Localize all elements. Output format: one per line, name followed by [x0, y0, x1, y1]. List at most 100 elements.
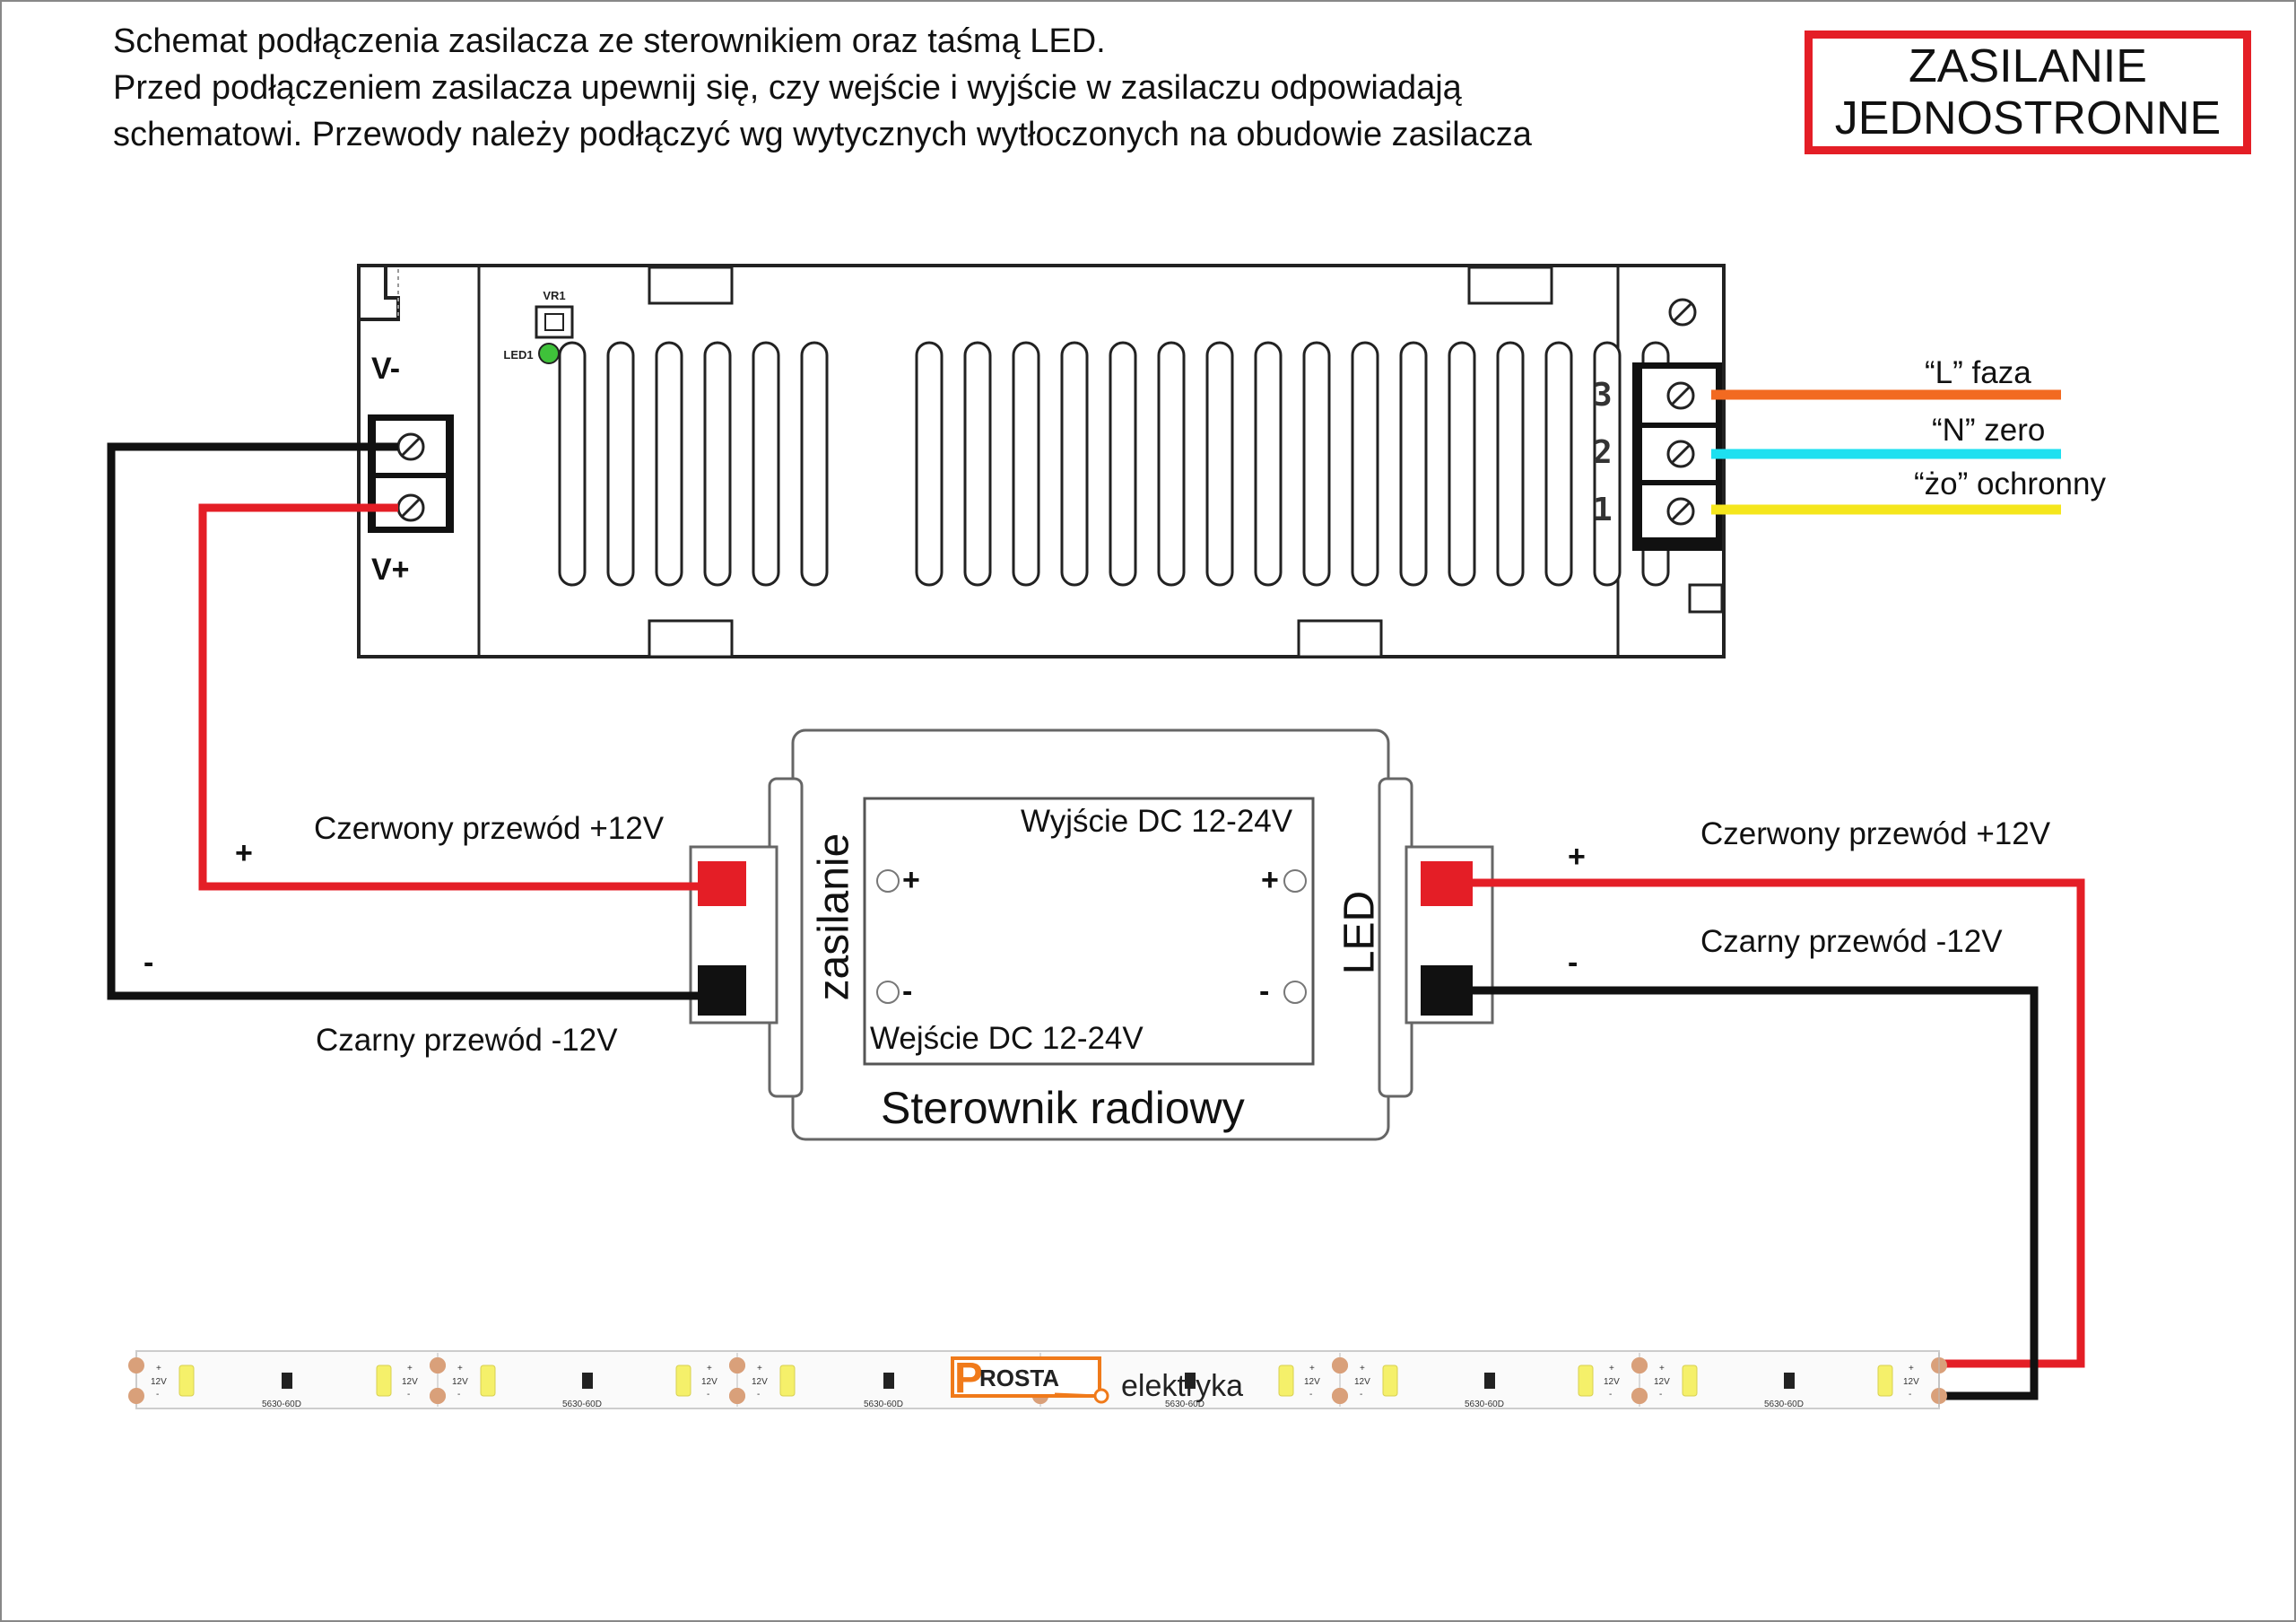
strip-voltage-mark: 12V	[1354, 1377, 1370, 1387]
vent-slots-left	[558, 341, 829, 587]
controller-output-text: Wyjście DC 12-24V	[1021, 804, 1293, 839]
vent-slot	[800, 341, 829, 587]
vent-slot	[1399, 341, 1428, 587]
intro-line-2: Przed podłączeniem zasilacza upewnij się…	[113, 69, 1462, 107]
strip-minus-mark: -	[1909, 1390, 1911, 1400]
led-chip	[376, 1365, 392, 1397]
strip-voltage-mark: 12V	[1903, 1377, 1919, 1387]
led-chip	[779, 1365, 796, 1397]
strip-voltage-mark: 12V	[1604, 1377, 1620, 1387]
wire-black-psu-to-controller	[107, 442, 700, 1000]
strip-voltage-mark: 12V	[151, 1377, 167, 1387]
wire-red-controller-to-strip	[1471, 878, 2085, 1368]
vent-slot	[1205, 341, 1234, 587]
controller-input-side-label: zasilanie	[810, 833, 858, 1001]
output-minus-mark: -	[1259, 974, 1270, 1008]
resistor	[1784, 1373, 1795, 1389]
vent-slot	[606, 341, 635, 587]
solder-pad	[1332, 1388, 1348, 1404]
psu-minus-label: V-	[371, 352, 401, 386]
solder-pad	[430, 1388, 446, 1404]
intro-line-3: schematowi. Przewody należy podłączyć wg…	[113, 116, 1532, 153]
strip-plus-mark: +	[757, 1364, 762, 1373]
strip-minus-mark: -	[407, 1390, 410, 1400]
solder-pad	[729, 1357, 745, 1373]
output-minus-terminal	[1421, 965, 1473, 1016]
resistor	[1185, 1373, 1196, 1389]
strip-plus-mark: +	[1909, 1364, 1914, 1373]
strip-plus-mark: +	[156, 1364, 161, 1373]
right-black-wire-label: Czarny przewód -12V	[1700, 924, 2003, 959]
logo-p: P	[954, 1355, 983, 1402]
solder-pad	[128, 1357, 144, 1373]
controller-output-side-label: LED	[1335, 890, 1384, 975]
neutral-label: “N” zero	[1932, 413, 2046, 448]
left-minus-sign: -	[144, 946, 154, 980]
strip-minus-mark: -	[1659, 1390, 1662, 1400]
right-plus-sign: +	[1568, 840, 1586, 874]
led-chip	[1382, 1365, 1398, 1397]
solder-pad	[128, 1388, 144, 1404]
right-red-wire-label: Czerwony przewód +12V	[1700, 816, 2051, 851]
intro-line-1: Schemat podłączenia zasilacza ze sterown…	[113, 22, 1106, 60]
vent-slot	[1302, 341, 1331, 587]
vent-slot	[1496, 341, 1525, 587]
vent-slot	[1157, 341, 1186, 587]
logo-elektryka: elektryka	[1121, 1369, 1243, 1403]
solder-pad	[1332, 1357, 1348, 1373]
ground-label: “żo” ochronny	[1914, 467, 2106, 501]
resistor	[582, 1373, 593, 1389]
controller-input-text: Wejście DC 12-24V	[870, 1021, 1144, 1056]
wire-red-psu-to-controller	[198, 503, 700, 891]
vent-slot	[558, 341, 587, 587]
strip-plus-mark: +	[1309, 1364, 1315, 1373]
input-plus-terminal	[698, 861, 746, 906]
strip-voltage-mark: 12V	[1654, 1377, 1670, 1387]
radio-controller	[689, 728, 1494, 1141]
strip-minus-mark: -	[1360, 1390, 1362, 1400]
strip-minus-mark: -	[757, 1390, 760, 1400]
led-chip	[675, 1365, 691, 1397]
led-strip: 12V + - 12V + - 5630-60D 12V + - 12V + - 5630-60D 12V +…	[128, 1350, 1947, 1409]
left-plus-sign: +	[235, 836, 253, 870]
strip-model-mark: 5630-60D	[864, 1400, 903, 1409]
wire-black-controller-to-strip	[1471, 986, 2039, 1400]
led-chip	[1578, 1365, 1594, 1397]
vr1-mark: VR1	[543, 289, 565, 302]
vent-slot	[1109, 341, 1137, 587]
strip-minus-mark: -	[1609, 1390, 1612, 1400]
phase-label: “L” faza	[1925, 355, 2031, 390]
strip-plus-mark: +	[1609, 1364, 1614, 1373]
strip-minus-mark: -	[707, 1390, 709, 1400]
power-supply: VR1 LED1	[357, 264, 1726, 658]
strip-voltage-mark: 12V	[701, 1377, 718, 1387]
terminal-3: 3	[1593, 377, 1613, 414]
strip-plus-mark: +	[457, 1364, 463, 1373]
led-chip	[1877, 1365, 1893, 1397]
strip-plus-mark: +	[407, 1364, 413, 1373]
left-red-wire-label: Czerwony przewód +12V	[314, 811, 665, 846]
vent-slot	[1351, 341, 1379, 587]
strip-voltage-mark: 12V	[1304, 1377, 1320, 1387]
strip-model-mark: 5630-60D	[562, 1400, 602, 1409]
output-plus-mark: +	[1261, 863, 1279, 897]
solder-pad	[729, 1388, 745, 1404]
vent-slot	[963, 341, 992, 587]
strip-plus-mark: +	[1659, 1364, 1665, 1373]
led-chip	[178, 1365, 195, 1397]
vent-slots-right	[915, 341, 1670, 587]
left-black-wire-label: Czarny przewód -12V	[316, 1023, 618, 1058]
vent-slot	[752, 341, 780, 587]
strip-voltage-mark: 12V	[452, 1377, 468, 1387]
solder-pad	[1631, 1388, 1648, 1404]
led-chip	[1278, 1365, 1294, 1397]
resistor	[282, 1373, 292, 1389]
vent-slot	[1254, 341, 1283, 587]
controller-title: Sterownik radiowy	[881, 1083, 1245, 1133]
strip-model-mark: 5630-60D	[1764, 1400, 1804, 1409]
vent-slot	[915, 341, 944, 587]
resistor	[883, 1373, 894, 1389]
terminal-1: 1	[1593, 492, 1613, 528]
